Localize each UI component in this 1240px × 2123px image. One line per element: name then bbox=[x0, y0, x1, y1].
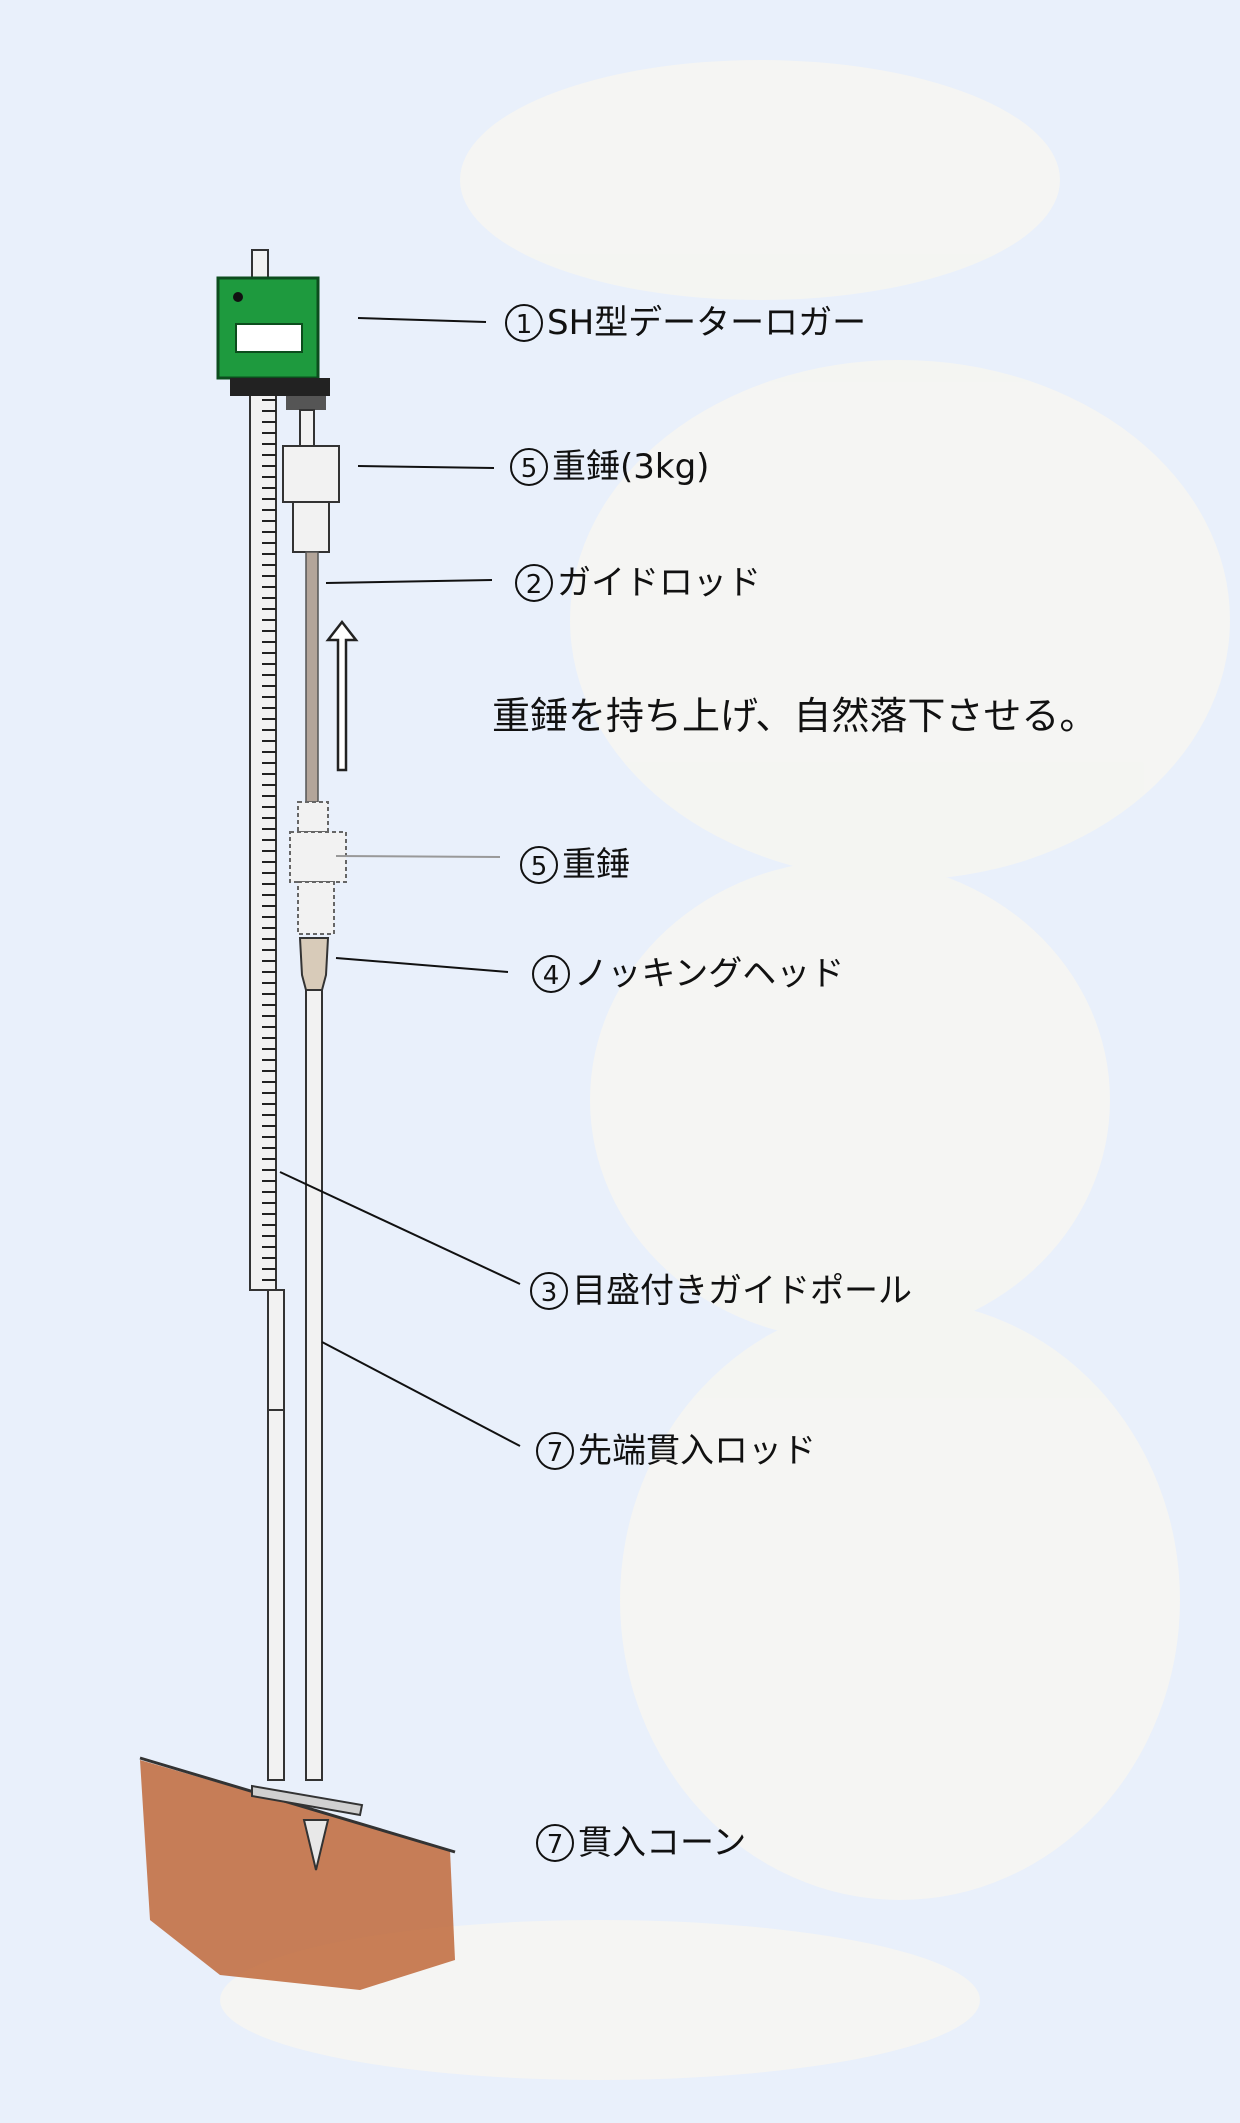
logger-indicator-icon bbox=[233, 292, 243, 302]
weight-top bbox=[282, 445, 340, 503]
leader-lines bbox=[279, 317, 521, 1447]
tip-penetration-rod bbox=[305, 989, 323, 1781]
penetration-cone bbox=[302, 1819, 330, 1871]
graduated-guide-pole bbox=[249, 249, 285, 1781]
soil bbox=[139, 1756, 456, 1990]
base-plate bbox=[251, 1784, 364, 1817]
guide-rod bbox=[305, 551, 319, 803]
logger-display bbox=[235, 323, 303, 353]
weight-bottom bbox=[289, 801, 347, 935]
instruction-text: 重錘を持ち上げ、自然落下させる。 bbox=[492, 694, 1098, 738]
data-logger bbox=[216, 276, 330, 396]
logger-clamp bbox=[230, 378, 330, 396]
lift-arrow-icon bbox=[325, 619, 359, 772]
knocking-head bbox=[298, 937, 330, 991]
background-clouds bbox=[220, 60, 1230, 2080]
